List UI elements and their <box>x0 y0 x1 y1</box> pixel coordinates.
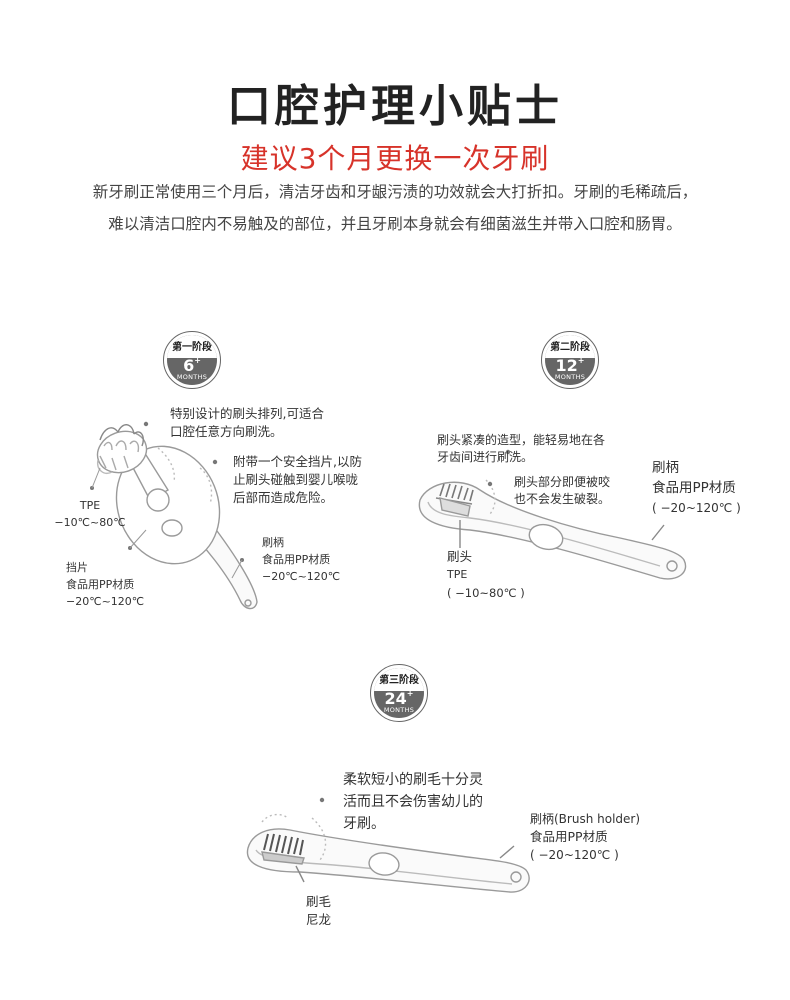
stage-2-badge-number: 12+ <box>555 356 585 375</box>
stage-3-badge-number: 24+ <box>384 689 414 708</box>
stage-1-note-1: 特别设计的刷头排列,可适合 口腔任意方向刷洗。 <box>170 406 324 439</box>
stage-3-badge: 第三阶段 24+ MONTHS <box>370 664 428 722</box>
stage-2-handle-label: 刷柄 食品用PP材质 ( −20~120℃ ) <box>652 460 741 515</box>
intro-line-2: 难以清洁口腔内不易触及的部位，并且牙刷本身就会有细菌滋生并带入口腔和肠胃。 <box>108 215 682 233</box>
intro-line-1: 新牙刷正常使用三个月后，清洁牙齿和牙龈污渍的功效就会大打折扣。牙刷的毛稀疏后， <box>92 183 698 201</box>
page-subtitle: 建议3个月更换一次牙刷 <box>240 142 550 175</box>
stage-1-tpe-label: TPE −10℃~80℃ <box>54 499 126 529</box>
stage-1-badge-unit: MONTHS <box>176 373 208 381</box>
stage-2-note-2: 刷头部分即便被咬 也不会发生破裂。 <box>514 475 611 506</box>
stage-1-handle-label: 刷柄 食品用PP材质 −20℃~120℃ <box>262 536 341 583</box>
stage-2-head-label: 刷头 TPE ( −10~80℃ ) <box>447 549 525 600</box>
page-title: 口腔护理小贴士 <box>227 81 563 132</box>
stage-1-badge-number: 6+ <box>183 356 201 375</box>
stage-3-badge-unit: MONTHS <box>383 706 415 714</box>
stage-1-badge: 第一阶段 6+ MONTHS <box>163 331 221 389</box>
stage-2-note-1: 刷头紧凑的造型，能轻易地在各 牙齿间进行刷洗。 <box>437 433 606 464</box>
stage-1-shield-label: 挡片 食品用PP材质 −20℃~120℃ <box>66 561 145 608</box>
stage-2-badge-label: 第二阶段 <box>545 335 595 358</box>
stage-3-bristle-label: 刷毛 尼龙 <box>306 894 332 927</box>
stage-3-handle-label: 刷柄(Brush holder) 食品用PP材质 ( −20~120℃ ) <box>530 812 641 862</box>
toddler-brush-icon <box>418 479 687 580</box>
stage-1-badge-label: 第一阶段 <box>167 335 217 358</box>
stage-3-note: 柔软短小的刷毛十分灵 活而且不会伤害幼儿的 牙刷。 <box>343 772 483 832</box>
stage-1-note-2: 附带一个安全挡片,以防 止刷头碰触到婴儿喉咙 后部而造成危险。 <box>233 454 362 505</box>
stage-2-badge-unit: MONTHS <box>554 373 586 381</box>
stage-3-badge-label: 第三阶段 <box>374 668 424 691</box>
child-brush-icon <box>246 813 530 893</box>
stage-2-badge: 第二阶段 12+ MONTHS <box>541 331 599 389</box>
